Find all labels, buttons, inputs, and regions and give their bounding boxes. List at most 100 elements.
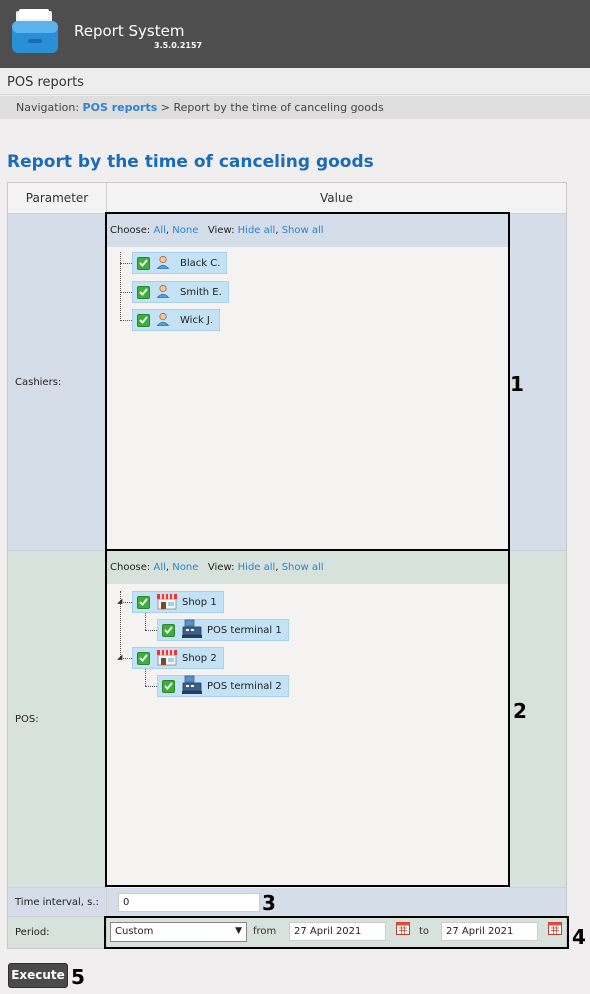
calendar-icon[interactable] [548, 920, 562, 935]
parameters-table: Parameter Value Cashiers: Choose: All, N… [7, 182, 567, 949]
collapse-triangle-icon[interactable]: ◢ [117, 597, 123, 605]
user-icon [156, 284, 170, 301]
cashier-name: Wick J. [180, 314, 214, 326]
shop-node[interactable]: Shop 2 [132, 647, 224, 669]
choose-all-link[interactable]: All [153, 562, 166, 573]
period-from-label: from [253, 926, 277, 937]
app-header [0, 0, 590, 68]
comma: , [165, 562, 170, 573]
breadcrumb-separator: > [160, 101, 170, 114]
tree-line [120, 602, 132, 603]
breadcrumb-link-pos-reports[interactable]: POS reports [82, 101, 158, 114]
shop-name: Shop 1 [182, 596, 217, 608]
cashier-node[interactable]: Wick J. [132, 309, 221, 331]
cashier-name: Smith E. [180, 286, 222, 298]
tree-line [120, 263, 132, 264]
annotation-frame-1 [105, 212, 510, 551]
checkbox-checked-icon[interactable] [162, 623, 175, 637]
period-select-value: Custom [115, 926, 154, 937]
checkbox-checked-icon[interactable] [137, 313, 150, 327]
tree-line [120, 320, 132, 321]
view-label: View: [207, 562, 235, 573]
period-label: Period: [8, 917, 107, 948]
app-version: 3.5.0.2157 [154, 41, 203, 50]
cashiers-label: Cashiers: [8, 214, 107, 551]
pos-label: POS: [8, 551, 107, 888]
column-header-value: Value [107, 183, 566, 214]
choose-none-link[interactable]: None [172, 562, 199, 573]
period-to-label: to [419, 926, 430, 937]
choose-label: Choose: [110, 225, 151, 236]
pos-terminal-node[interactable]: POS terminal 1 [157, 619, 289, 641]
comma: , [165, 225, 170, 236]
chevron-down-icon: ▼ [235, 926, 242, 936]
tree-line [120, 591, 121, 659]
show-all-link[interactable]: Show all [281, 562, 324, 573]
checkbox-checked-icon[interactable] [162, 679, 175, 693]
breadcrumb-current: Report by the time of canceling goods [173, 101, 384, 114]
app-logo-icon [10, 9, 60, 59]
time-interval-input[interactable] [118, 893, 260, 912]
comma: , [275, 225, 279, 236]
show-all-link[interactable]: Show all [281, 225, 324, 236]
period-select[interactable]: Custom ▼ [110, 922, 247, 942]
execute-button[interactable]: Execute [8, 963, 68, 988]
section-title: POS reports [7, 75, 84, 90]
annotation-number-1: 1 [510, 372, 524, 396]
view-label: View: [207, 225, 235, 236]
annotation-number-4: 4 [572, 925, 586, 949]
pos-terminal-name: POS terminal 1 [207, 624, 282, 636]
shop-icon [156, 592, 178, 613]
tree-line [120, 658, 132, 659]
annotation-frame-4 [104, 916, 569, 949]
comma: , [275, 562, 279, 573]
cash-register-icon [181, 675, 203, 698]
app-title: Report System [74, 22, 185, 40]
section-bar [0, 68, 590, 95]
page-title: Report by the time of canceling goods [7, 152, 374, 172]
calendar-icon[interactable] [396, 920, 410, 935]
hide-all-link[interactable]: Hide all [237, 562, 276, 573]
cashier-node[interactable]: Smith E. [132, 281, 229, 303]
annotation-frame-2 [105, 549, 510, 887]
cash-register-icon [181, 619, 203, 642]
user-icon [156, 312, 170, 329]
collapse-triangle-icon[interactable]: ◢ [117, 653, 123, 661]
shop-name: Shop 2 [182, 652, 217, 664]
shop-node[interactable]: Shop 1 [132, 591, 224, 613]
column-header-parameter: Parameter [8, 183, 107, 214]
period-from-input[interactable] [289, 922, 386, 941]
annotation-number-2: 2 [513, 699, 527, 723]
time-interval-label: Time interval, s.: [8, 888, 107, 917]
pos-terminal-node[interactable]: POS terminal 2 [157, 675, 289, 697]
checkbox-checked-icon[interactable] [137, 651, 150, 665]
checkbox-checked-icon[interactable] [137, 256, 150, 270]
choose-all-link[interactable]: All [153, 225, 166, 236]
choose-none-link[interactable]: None [172, 225, 199, 236]
annotation-number-5: 5 [71, 965, 85, 989]
tree-line [120, 292, 132, 293]
cashier-node[interactable]: Black C. [132, 252, 228, 274]
tree-line [145, 686, 157, 687]
breadcrumb-prefix: Navigation: [16, 101, 80, 114]
cashiers-choose-bar: Choose: All, None View: Hide all, Show a… [107, 214, 509, 247]
pos-terminal-name: POS terminal 2 [207, 680, 282, 692]
checkbox-checked-icon[interactable] [137, 595, 150, 609]
pos-choose-bar: Choose: All, None View: Hide all, Show a… [107, 551, 509, 584]
cashier-name: Black C. [180, 257, 221, 269]
checkbox-checked-icon[interactable] [137, 285, 150, 299]
tree-line [145, 669, 146, 686]
shop-icon [156, 648, 178, 669]
period-to-input[interactable] [441, 922, 538, 941]
tree-line [145, 630, 157, 631]
hide-all-link[interactable]: Hide all [237, 225, 276, 236]
cashiers-tree-panel: Choose: All, None View: Hide all, Show a… [107, 214, 509, 551]
breadcrumb-bar [0, 96, 590, 119]
choose-label: Choose: [110, 562, 151, 573]
pos-tree-panel: Choose: All, None View: Hide all, Show a… [107, 551, 509, 888]
annotation-number-3: 3 [262, 891, 276, 915]
tree-line [120, 252, 121, 321]
tree-line [145, 613, 146, 630]
user-icon [156, 255, 170, 272]
breadcrumb: Navigation: POS reports > Report by the … [16, 101, 384, 114]
